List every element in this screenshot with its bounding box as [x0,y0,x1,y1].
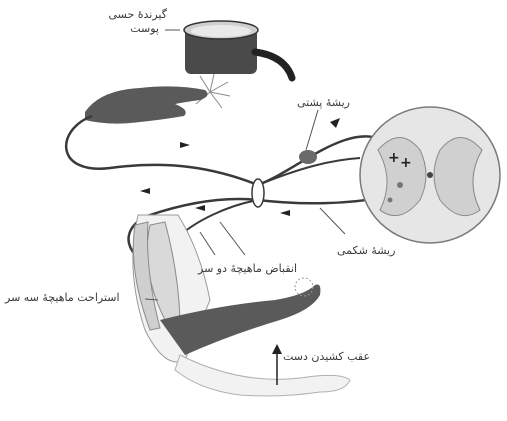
svg-text:+: + [388,150,400,166]
dorsal-root-label: ریشهٔ پشتی [297,96,350,109]
ventral-root-label: ریشهٔ شکمی [337,244,395,257]
sensory-nerve-fiber [66,116,395,185]
spinal-cord-section: + + [360,107,500,243]
biceps-contraction-label: انقباض ماهیچهٔ دو سر [198,262,297,275]
sensing-hand [85,86,208,123]
svg-text:+: + [400,155,412,171]
receptor-sublabel: پوست [130,22,159,35]
withdraw-hand-label: عقب کشیدن دست [283,350,370,363]
dorsal-root-ganglion [299,150,317,164]
triceps-relaxation-label: استراحت ماهیچهٔ سه سر [5,291,120,304]
hot-pot [184,21,292,78]
nerve-bundle [252,179,264,207]
receptor-label: گیرندهٔ حسی [108,8,167,21]
